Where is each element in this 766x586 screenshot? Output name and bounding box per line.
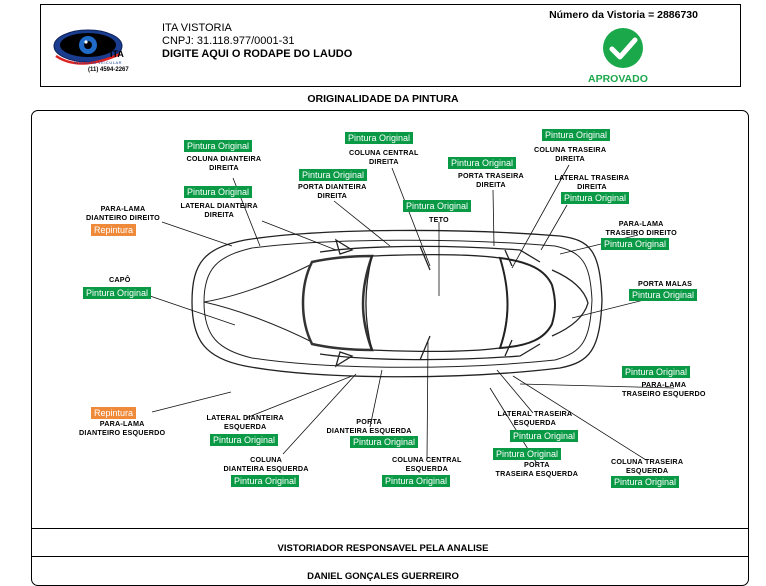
logo-eye-icon bbox=[53, 29, 123, 65]
part-label-porta-malas: PORTA MALAS bbox=[638, 279, 693, 288]
company-cnpj: CNPJ: 31.118.977/0001-31 bbox=[162, 35, 295, 47]
inspector-name: DANIEL GONÇALES GUERREIRO bbox=[307, 571, 459, 582]
paint-status-badge-para-lama-traseiro-esquerdo: Pintura Original bbox=[622, 366, 691, 378]
company-name: ITA VISTORIA bbox=[162, 22, 232, 34]
paint-status-badge-para-lama-traseiro-direito: Pintura Original bbox=[601, 238, 670, 250]
paint-status-badge-para-lama-dianteiro-direito: Repintura bbox=[91, 224, 137, 236]
paint-status-badge-coluna-dianteira-esquerda: Pintura Original bbox=[231, 475, 300, 487]
paint-status-badge-porta-malas: Pintura Original bbox=[629, 289, 698, 301]
paint-status-badge-porta-dianteira-direita: Pintura Original bbox=[299, 169, 368, 181]
part-label-para-lama-traseiro-esquerdo: PARA-LAMA TRASEIRO ESQUERDO bbox=[622, 380, 706, 398]
paint-status-badge-para-lama-dianteiro-esquerdo: Repintura bbox=[91, 407, 137, 419]
part-label-lateral-dianteira-esquerda: LATERAL DIANTEIRA ESQUERDA bbox=[206, 413, 284, 431]
checkmark-circle-icon bbox=[598, 27, 650, 71]
section-title: ORIGINALIDADE DA PINTURA bbox=[307, 93, 459, 105]
part-label-coluna-central-direita: COLUNA CENTRAL DIREITA bbox=[349, 148, 419, 166]
company-info: ITA VISTORIA CNPJ: 31.118.977/0001-31 DI… bbox=[162, 22, 352, 61]
paint-status-badge-coluna-traseira-direita: Pintura Original bbox=[542, 129, 611, 141]
paint-status-badge-porta-traseira-esquerda: Pintura Original bbox=[493, 448, 562, 460]
company-logo: ITA VISTORIA VEICULAR (11) 4594-2267 bbox=[50, 20, 150, 78]
paint-status-badge-porta-traseira-direita: Pintura Original bbox=[448, 157, 517, 169]
paint-status-badge-lateral-dianteira-esquerda: Pintura Original bbox=[210, 434, 279, 446]
paint-status-badge-coluna-dianteira-direita: Pintura Original bbox=[184, 140, 253, 152]
status-approved: APROVADO bbox=[588, 73, 648, 85]
part-label-porta-traseira-esquerda: PORTA TRASEIRA ESQUERDA bbox=[495, 460, 579, 478]
part-label-teto: TETO bbox=[429, 215, 449, 224]
part-label-para-lama-dianteiro-direito: PARA-LAMA DIANTEIRO DIREITO bbox=[86, 204, 160, 222]
part-label-lateral-dianteira-direita: LATERAL DIANTEIRA DIREITA bbox=[180, 201, 258, 219]
paint-status-badge-porta-dianteira-esquerda: Pintura Original bbox=[350, 436, 419, 448]
part-label-para-lama-dianteiro-esquerdo: PARA-LAMA DIANTEIRO ESQUERDO bbox=[79, 419, 166, 437]
part-label-coluna-dianteira-direita: COLUNA DIANTEIRA DIREITA bbox=[186, 154, 262, 172]
footer-prompt: DIGITE AQUI O RODAPE DO LAUDO bbox=[162, 48, 353, 60]
part-label-lateral-traseira-esquerda: LATERAL TRASEIRA ESQUERDA bbox=[497, 409, 573, 427]
part-label-lateral-traseira-direita: LATERAL TRASEIRA DIREITA bbox=[554, 173, 630, 191]
logo-subtext: VISTORIA VEICULAR bbox=[74, 60, 122, 65]
paint-status-badge-lateral-traseira-esquerda: Pintura Original bbox=[510, 430, 579, 442]
report-header bbox=[40, 4, 741, 87]
part-label-coluna-dianteira-esquerda: COLUNA DIANTEIRA ESQUERDA bbox=[223, 455, 309, 473]
logo-text: ITA bbox=[110, 49, 124, 59]
paint-status-badge-lateral-traseira-direita: Pintura Original bbox=[561, 192, 630, 204]
paint-status-badge-lateral-dianteira-direita: Pintura Original bbox=[184, 186, 253, 198]
inspector-title: VISTORIADOR RESPONSAVEL PELA ANALISE bbox=[277, 543, 489, 554]
part-label-coluna-traseira-direita: COLUNA TRASEIRA DIREITA bbox=[534, 145, 607, 163]
paint-status-badge-capo: Pintura Original bbox=[83, 287, 152, 299]
part-label-para-lama-traseiro-direito: PARA-LAMA TRASEIRO DIREITO bbox=[605, 219, 677, 237]
part-label-porta-dianteira-esquerda: PORTA DIANTEIRA ESQUERDA bbox=[326, 417, 412, 435]
paint-status-badge-teto: Pintura Original bbox=[403, 200, 472, 212]
paint-status-badge-coluna-central-direita: Pintura Original bbox=[345, 132, 414, 144]
inspection-number: Número da Vistoria = 2886730 bbox=[549, 9, 698, 21]
part-label-porta-traseira-direita: PORTA TRASEIRA DIREITA bbox=[458, 171, 524, 189]
part-label-capo: CAPÔ bbox=[109, 275, 131, 284]
paint-status-badge-coluna-traseira-esquerda: Pintura Original bbox=[611, 476, 680, 488]
part-label-porta-dianteira-direita: PORTA DIANTEIRA DIREITA bbox=[298, 182, 367, 200]
logo-phone: (11) 4594-2267 bbox=[88, 67, 129, 73]
divider bbox=[31, 528, 749, 529]
part-label-coluna-traseira-esquerda: COLUNA TRASEIRA ESQUERDA bbox=[611, 457, 684, 475]
part-label-coluna-central-esquerda: COLUNA CENTRAL ESQUERDA bbox=[392, 455, 462, 473]
paint-status-badge-coluna-central-esquerda: Pintura Original bbox=[382, 475, 451, 487]
divider bbox=[31, 556, 749, 557]
